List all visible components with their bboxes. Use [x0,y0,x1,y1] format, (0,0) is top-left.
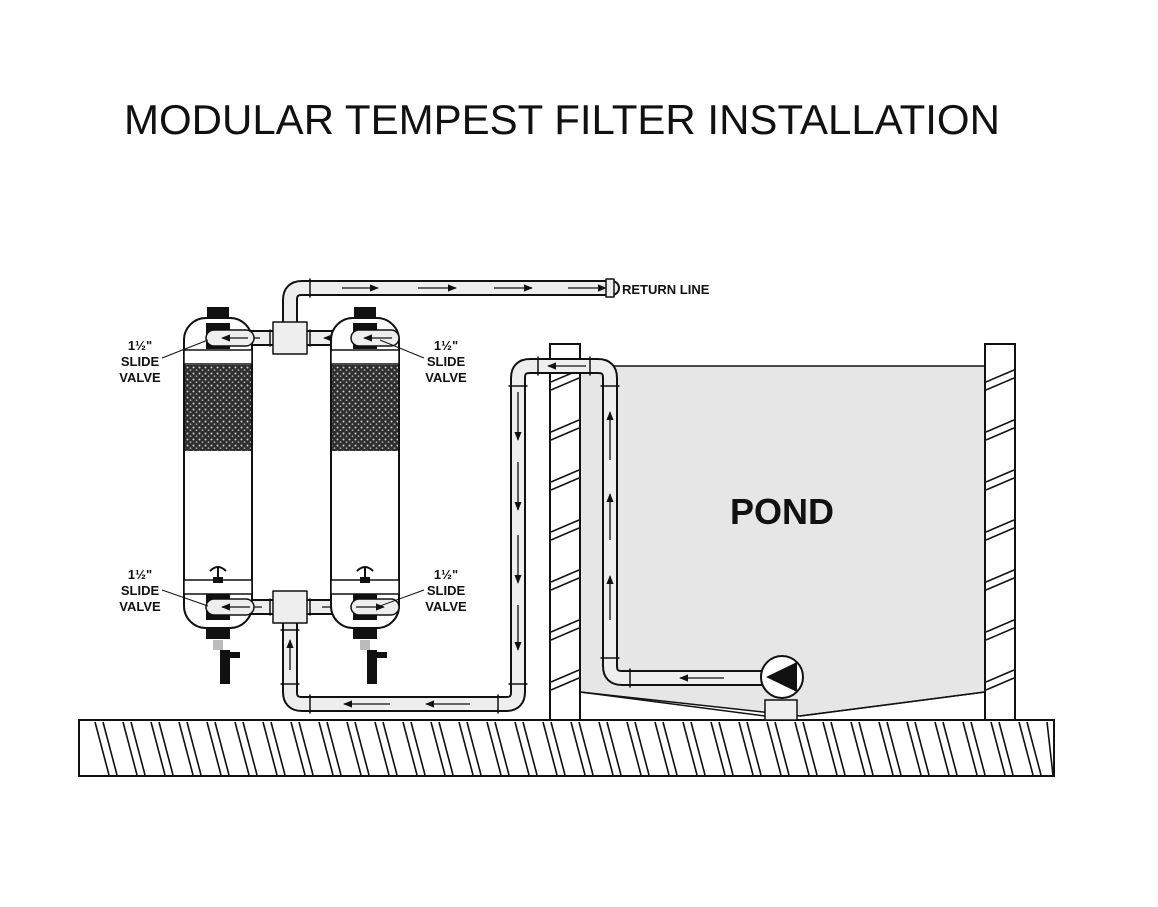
pond-wall-right [984,343,1016,721]
filter-media-right [332,365,398,451]
pond-label: POND [730,491,834,532]
valve-label-bottom-left: 1½" SLIDE VALVE [119,567,209,614]
pump-arrow-icon [766,662,797,692]
ground [78,719,1055,777]
pond-wall-left [549,343,581,721]
svg-text:VALVE: VALVE [119,599,161,614]
valve-label-top-left: 1½" SLIDE VALVE [119,338,209,385]
svg-text:SLIDE: SLIDE [427,583,466,598]
svg-text:VALVE: VALVE [119,370,161,385]
svg-text:SLIDE: SLIDE [121,583,160,598]
pump [760,655,804,721]
svg-text:1½": 1½" [434,338,458,353]
filter-left [183,307,253,684]
page-title: MODULAR TEMPEST FILTER INSTALLATION [124,96,1000,143]
svg-text:1½": 1½" [128,567,152,582]
filter-media-left [185,365,251,451]
valve-label-top-right: 1½" SLIDE VALVE [379,338,467,385]
svg-text:SLIDE: SLIDE [427,354,466,369]
svg-text:VALVE: VALVE [425,599,467,614]
svg-text:1½": 1½" [128,338,152,353]
svg-text:1½": 1½" [434,567,458,582]
filter-right [330,307,400,684]
valve-label-bottom-right: 1½" SLIDE VALVE [379,567,467,614]
svg-text:SLIDE: SLIDE [121,354,160,369]
return-line-label: RETURN LINE [622,282,710,297]
svg-text:VALVE: VALVE [425,370,467,385]
